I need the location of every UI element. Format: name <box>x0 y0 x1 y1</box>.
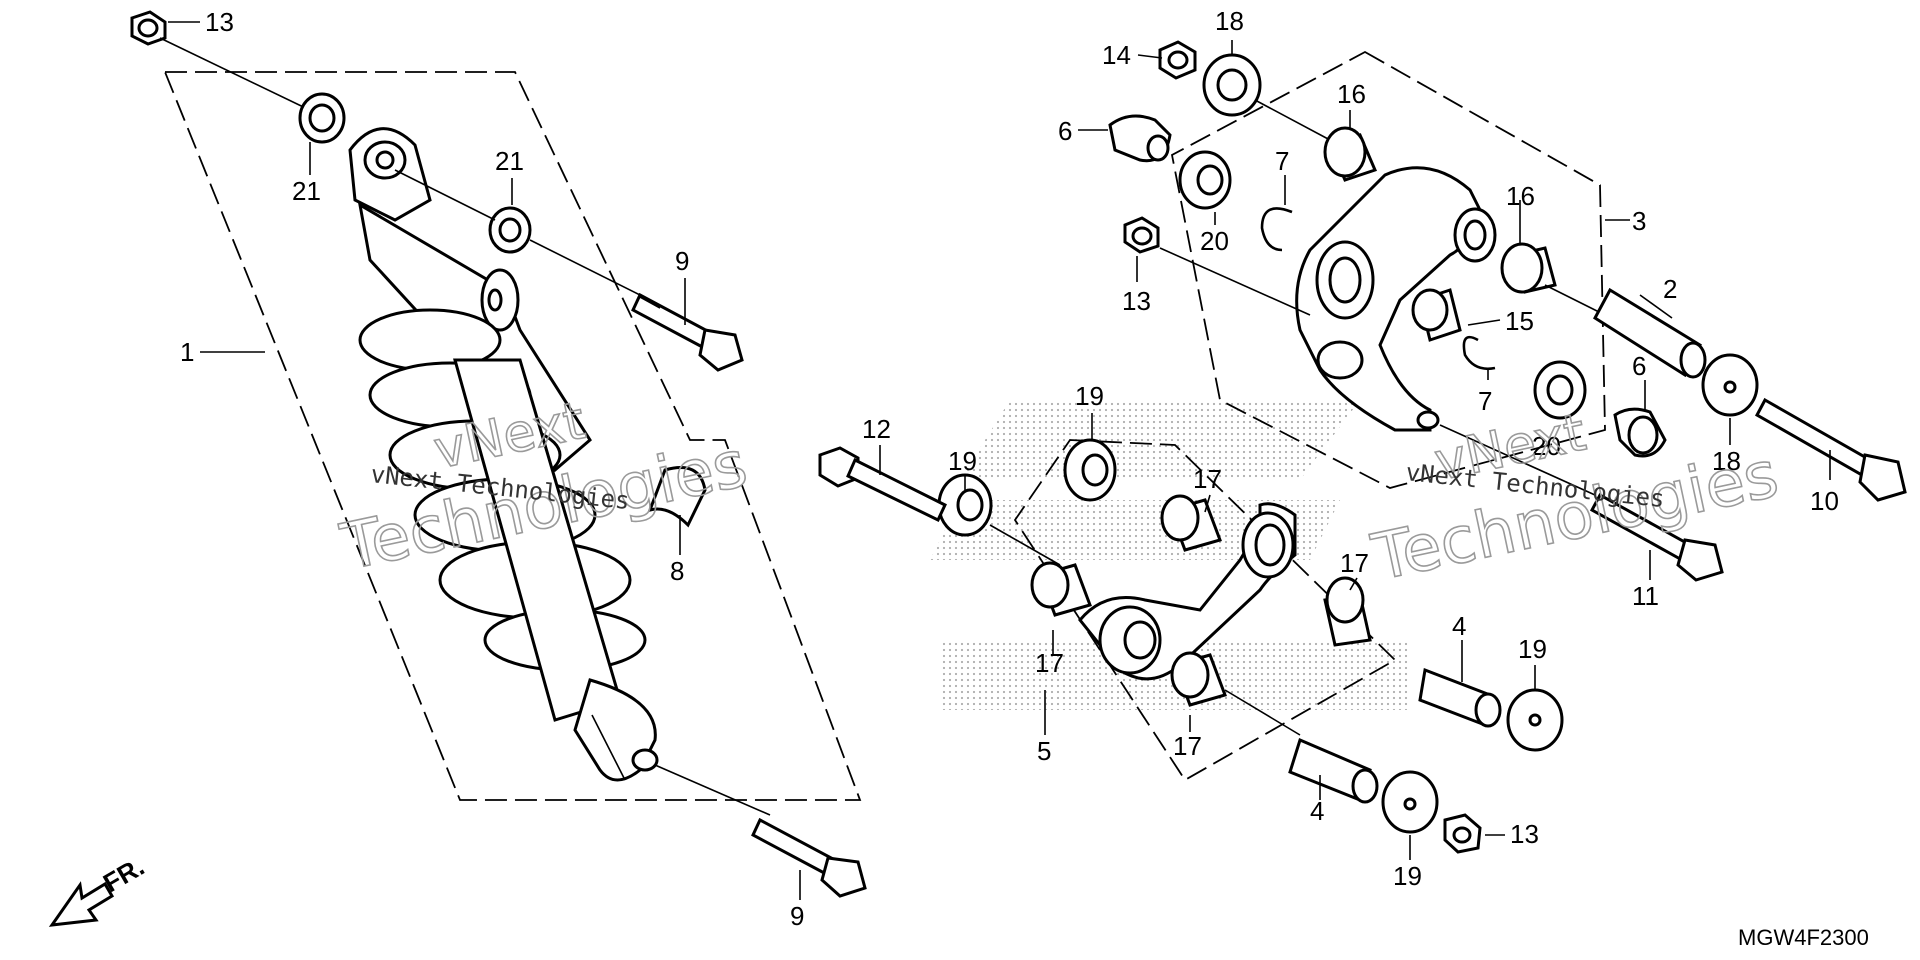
collar-4-right <box>1418 667 1502 728</box>
flange-nut-13-middle <box>1123 216 1311 316</box>
callout-1: 1 <box>180 337 194 367</box>
bolt-11 <box>1439 424 1724 582</box>
collar-18-top <box>1202 53 1331 141</box>
collar-15 <box>1411 288 1462 342</box>
bushing-16-right <box>1500 242 1606 316</box>
seal-19-top <box>1063 438 1117 502</box>
arm-assembly-outline <box>1170 50 1606 489</box>
washer-19-bottom <box>1381 770 1439 834</box>
callout-20-left: 20 <box>1200 226 1229 256</box>
bearing-21-upper <box>298 92 346 144</box>
bolt-9-upper <box>631 292 744 372</box>
callout-17-top: 17 <box>1193 464 1222 494</box>
flange-nut-13-bottom <box>1443 813 1482 854</box>
callout-19-right: 19 <box>1518 634 1547 664</box>
callout-17-right: 17 <box>1340 548 1369 578</box>
circlip-7-lower <box>1462 335 1496 370</box>
callout-6-left: 6 <box>1058 116 1072 146</box>
callout-5: 5 <box>1037 736 1051 766</box>
callout-7-upper: 7 <box>1275 146 1289 176</box>
callout-21-left: 21 <box>292 176 321 206</box>
bearing-20-left <box>1178 150 1232 210</box>
cushion-link-5 <box>1078 502 1297 681</box>
callout-labels: 13 21 21 9 1 8 9 14 18 6 16 7 20 16 3 13… <box>180 6 1839 931</box>
callout-2: 2 <box>1663 274 1677 304</box>
callout-19-top: 19 <box>1075 381 1104 411</box>
washer-19-right <box>1506 688 1564 752</box>
bolt-10 <box>1754 397 1907 502</box>
bolt-9-lower <box>654 764 867 898</box>
callout-17-bottom: 17 <box>1173 731 1202 761</box>
cushion-arm-3 <box>1295 166 1497 432</box>
callout-4-bottom: 4 <box>1310 796 1324 826</box>
callout-10: 10 <box>1810 486 1839 516</box>
callout-16-right: 16 <box>1506 181 1535 211</box>
collar-4-bottom <box>1288 737 1379 804</box>
bushing-16-top <box>1323 126 1378 182</box>
bushing-17-right <box>1323 576 1372 647</box>
bushing-17-bottom <box>1170 651 1301 736</box>
callout-19-left: 19 <box>948 446 977 476</box>
callout-19-bottom: 19 <box>1393 861 1422 891</box>
callout-6-right: 6 <box>1632 351 1646 381</box>
spring-cover-8 <box>647 466 707 528</box>
callout-9-upper: 9 <box>675 246 689 276</box>
callout-13-middle: 13 <box>1122 286 1151 316</box>
shock-assembly-outline <box>163 71 862 801</box>
bearing-20-right <box>1533 360 1587 420</box>
callout-8: 8 <box>670 556 684 586</box>
bolt-12 <box>818 446 1061 566</box>
link-assembly-outline <box>1013 439 1397 782</box>
flange-nut-13-top <box>130 10 321 116</box>
callout-12: 12 <box>862 414 891 444</box>
rear-shock-absorber <box>348 127 659 782</box>
callout-15: 15 <box>1505 306 1534 336</box>
seal-19-left <box>937 473 993 537</box>
callout-21-right: 21 <box>495 146 524 176</box>
callout-18-right: 18 <box>1712 446 1741 476</box>
arrow-left-down-icon <box>48 881 115 927</box>
collar-2 <box>1593 287 1707 379</box>
callout-3: 3 <box>1632 206 1646 236</box>
bushing-17-left <box>1030 561 1092 617</box>
callout-17-left: 17 <box>1035 648 1064 678</box>
nut-14 <box>1158 40 1197 80</box>
callout-13-top: 13 <box>205 7 234 37</box>
callout-18-top: 18 <box>1215 6 1244 36</box>
callout-9-lower: 9 <box>790 901 804 931</box>
dust-seal-6-right <box>1613 407 1667 458</box>
circlip-7-upper <box>1260 207 1293 252</box>
callout-11: 11 <box>1632 581 1659 611</box>
bushing-17-top <box>1160 494 1222 552</box>
callout-4-right: 4 <box>1452 611 1466 641</box>
callout-16-top: 16 <box>1337 79 1366 109</box>
washer-18-right <box>1701 353 1759 417</box>
diagram-code: MGW4F2300 <box>1738 925 1869 950</box>
dust-seal-6-left <box>1108 114 1172 163</box>
leader-lines <box>168 21 1831 900</box>
callout-13-bottom: 13 <box>1510 819 1539 849</box>
callout-7-lower: 7 <box>1478 386 1492 416</box>
bearing-21-lower <box>394 169 641 296</box>
callout-14: 14 <box>1102 40 1131 70</box>
callout-20-right: 20 <box>1532 431 1561 461</box>
